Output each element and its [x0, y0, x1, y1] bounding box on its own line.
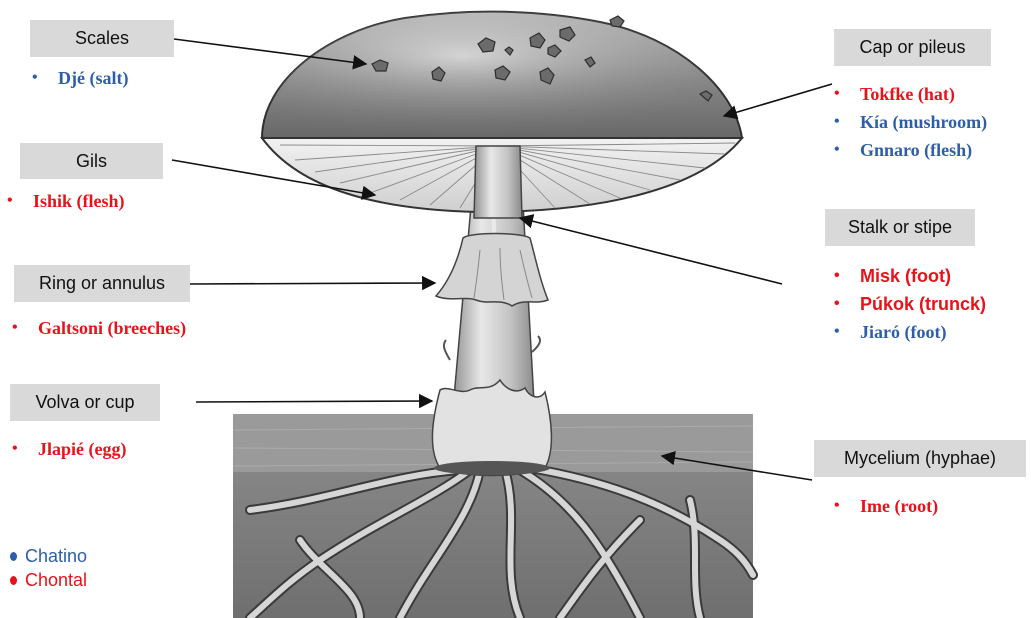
cap-label: Cap or pileus: [834, 29, 991, 66]
bullet-icon: •: [834, 262, 840, 290]
arrow-stalk: [520, 218, 782, 284]
arrow-ring: [190, 283, 435, 284]
bullet-icon: •: [834, 492, 840, 520]
bullet-icon: •: [7, 187, 13, 215]
term-text: Ishik (flesh): [33, 191, 125, 211]
bullet-icon: •: [834, 108, 840, 136]
gills-terms: • Ishik (flesh): [3, 187, 125, 215]
term-item: • Jiaró (foot): [830, 318, 986, 346]
term-item: • Galtsoni (breeches): [8, 314, 186, 342]
term-item: • Tokfke (hat): [830, 80, 987, 108]
term-text: Gnnaro (flesh): [860, 140, 972, 160]
term-text: Galtsoni (breeches): [38, 318, 186, 338]
language-legend: Chatino Chontal: [10, 544, 87, 592]
term-item: • Misk (foot): [830, 262, 986, 290]
bullet-icon: •: [32, 64, 38, 92]
stalk-terms: • Misk (foot) • Púkok (trunck) • Jiaró (foo…: [830, 262, 986, 346]
term-text: Tokfke (hat): [860, 84, 955, 104]
term-text: Kía (mushroom): [860, 112, 987, 132]
term-text: Ime (root): [860, 496, 938, 516]
term-text: Misk (foot): [860, 266, 951, 286]
term-item: • Ishik (flesh): [3, 187, 125, 215]
chontal-dot-icon: [10, 576, 17, 585]
term-item: • Púkok (trunck): [830, 290, 986, 318]
legend-label: Chatino: [25, 544, 87, 568]
mycelium-label: Mycelium (hyphae): [814, 440, 1026, 477]
legend-label: Chontal: [25, 568, 87, 592]
term-item: • Jlapié (egg): [8, 435, 126, 463]
bullet-icon: •: [834, 290, 840, 318]
term-text: Jlapié (egg): [38, 439, 126, 459]
scales-label: Scales: [30, 20, 174, 57]
term-text: Púkok (trunck): [860, 294, 986, 314]
term-item: • Kía (mushroom): [830, 108, 987, 136]
volva-label: Volva or cup: [10, 384, 160, 421]
scales-terms: • Djé (salt): [28, 64, 128, 92]
mycelium-terms: • Ime (root): [830, 492, 938, 520]
ring-shape: [436, 234, 548, 307]
chatino-dot-icon: [10, 552, 17, 561]
volva-terms: • Jlapié (egg): [8, 435, 126, 463]
cap-shape: [262, 12, 742, 218]
gills-label: Gils: [20, 143, 163, 179]
legend-item-chontal: Chontal: [10, 568, 87, 592]
ring-label: Ring or annulus: [14, 265, 190, 302]
bullet-icon: •: [12, 314, 18, 342]
term-text: Djé (salt): [58, 68, 128, 88]
bullet-icon: •: [12, 435, 18, 463]
legend-item-chatino: Chatino: [10, 544, 87, 568]
arrow-cap: [724, 84, 832, 116]
bullet-icon: •: [834, 136, 840, 164]
stalk-label: Stalk or stipe: [825, 209, 975, 246]
cap-terms: • Tokfke (hat) • Kía (mushroom) • Gnnaro (f…: [830, 80, 987, 164]
term-text: Jiaró (foot): [860, 322, 946, 342]
ring-terms: • Galtsoni (breeches): [8, 314, 186, 342]
arrow-volva: [196, 401, 432, 402]
bullet-icon: •: [834, 318, 840, 346]
term-item: • Djé (salt): [28, 64, 128, 92]
term-item: • Gnnaro (flesh): [830, 136, 987, 164]
bullet-icon: •: [834, 80, 840, 108]
term-item: • Ime (root): [830, 492, 938, 520]
